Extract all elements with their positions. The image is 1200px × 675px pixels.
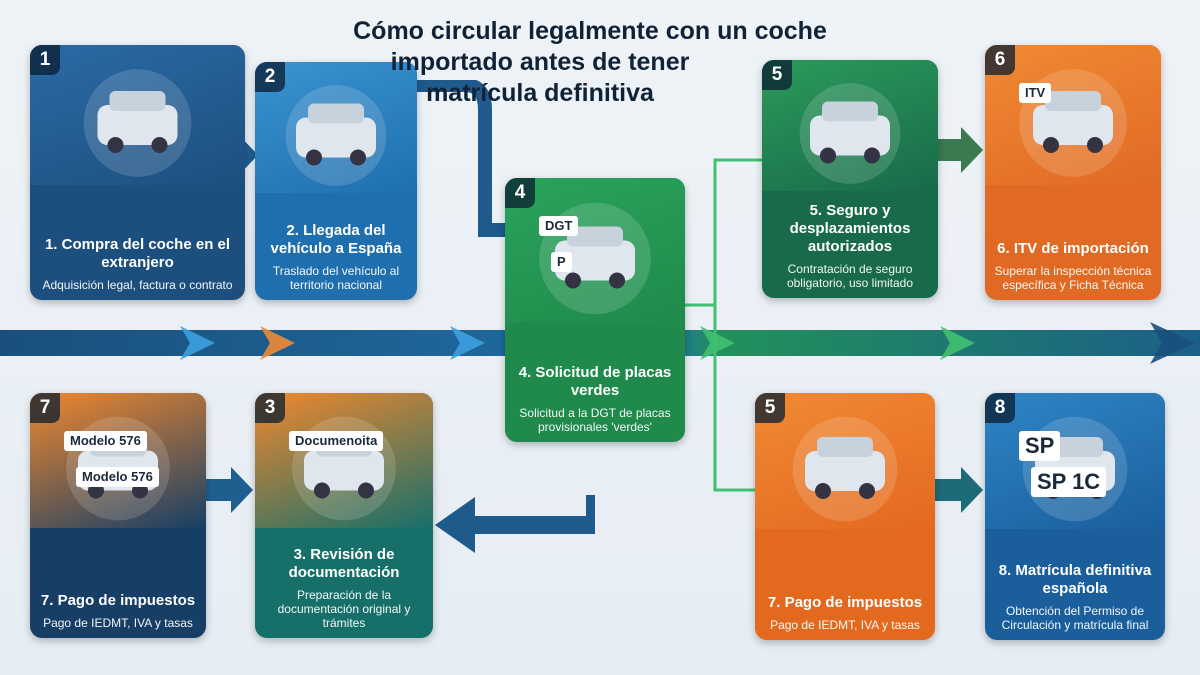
step-number-badge: 6 bbox=[985, 45, 1015, 75]
car-front-icon bbox=[792, 416, 898, 522]
step-number-badge: 3 bbox=[255, 393, 285, 423]
step-title: 3. Revisión de documentación bbox=[288, 546, 400, 581]
step-description: Solicitud a la DGT de placas provisional… bbox=[519, 406, 671, 434]
step-title: 8. Matrícula definitiva española bbox=[998, 562, 1152, 597]
infographic-title-box: Cómo circular legalmente con un coche im… bbox=[350, 16, 830, 127]
illustration-label: SP 1C bbox=[1031, 467, 1107, 497]
step-title: 7. Pago de impuestos bbox=[767, 594, 923, 611]
step-card-itv: ITV 6 6. ITV de importación Superar la i… bbox=[985, 45, 1161, 300]
step-description: Adquisición legal, factura o contrato bbox=[42, 278, 233, 292]
step-card-pago-impuestos-2: 5 7. Pago de impuestos Pago de IEDMT, IV… bbox=[755, 393, 935, 640]
arrow-5-to-6 bbox=[935, 127, 983, 173]
step-number-badge: 2 bbox=[255, 62, 285, 92]
step-description: Obtención del Permiso de Circulación y m… bbox=[1001, 604, 1149, 632]
step-card-seguro: 5 5. Seguro y desplazamientos autorizado… bbox=[762, 60, 938, 298]
step-title: 4. Solicitud de placas verdes bbox=[518, 364, 672, 399]
arrow-4-to-5-branches bbox=[685, 158, 763, 492]
license-plate-icon: SP SP 1C bbox=[985, 393, 1165, 529]
step-description: Superar la inspección técnica específica… bbox=[994, 264, 1152, 292]
step-title: 2. Llegada del vehículo a España bbox=[270, 222, 402, 257]
step-number-badge: 7 bbox=[30, 393, 60, 423]
illustration-label: ITV bbox=[1019, 83, 1052, 103]
step-title: 5. Seguro y desplazamientos autorizados bbox=[789, 202, 911, 255]
step-number-badge: 5 bbox=[762, 60, 792, 90]
step-title: 6. ITV de importación bbox=[997, 240, 1149, 257]
step-number-badge: 8 bbox=[985, 393, 1015, 423]
arrow-7-to-3 bbox=[205, 467, 253, 513]
no-entry-icon bbox=[799, 83, 901, 184]
step-description: Preparación de la documentación original… bbox=[277, 588, 411, 630]
road-icon bbox=[755, 393, 935, 529]
step-card-compra: 1 1. Compra del coche en el extranjero A… bbox=[30, 45, 245, 300]
illustration-label: Documenoita bbox=[289, 431, 384, 451]
arrow-2-to-4 bbox=[415, 80, 510, 237]
arrow-4-to-3 bbox=[435, 495, 595, 553]
illustration-label: P bbox=[551, 252, 572, 272]
step-card-revision-documentacion: Documenoita 3 3. Revisión de documentaci… bbox=[255, 393, 433, 638]
step-card-placas-verdes: DGT P 4 4. Solicitud de placas verdes Sol… bbox=[505, 178, 685, 442]
step-description: Contratación de seguro obligatorio, uso … bbox=[786, 262, 914, 290]
step-title: 1. Compra del coche en el extranjero bbox=[44, 236, 231, 271]
money-icon bbox=[83, 69, 192, 177]
step-number-badge: 5 bbox=[755, 393, 785, 423]
step-number-badge: 4 bbox=[505, 178, 535, 208]
illustration-label: SP bbox=[1019, 431, 1061, 461]
car-icon bbox=[30, 45, 245, 185]
infographic-title: Cómo circular legalmente con un coche im… bbox=[353, 17, 827, 107]
step-card-llegada: 2 2. Llegada del vehículo a España Trasl… bbox=[255, 62, 417, 300]
dgt-building-icon: DGT P bbox=[505, 178, 685, 323]
illustration-label: Modelo 576 bbox=[76, 467, 159, 487]
step-number-badge: 1 bbox=[30, 45, 60, 75]
illustration-label: DGT bbox=[539, 216, 579, 236]
step-description: Traslado del vehículo al territorio naci… bbox=[272, 264, 400, 292]
itv-station-icon: ITV bbox=[985, 45, 1161, 185]
step-card-matricula-definitiva: SP SP 1C 8 8. Matrícula definitiva españo… bbox=[985, 393, 1165, 640]
step-description: Pago de IEDMT, IVA y tasas bbox=[43, 616, 193, 630]
arrow-5b-to-8 bbox=[935, 467, 983, 513]
illustration-label: Modelo 576 bbox=[64, 431, 147, 451]
spain-flag-icon bbox=[285, 85, 387, 186]
step-description: Pago de IEDMT, IVA y tasas bbox=[770, 618, 920, 632]
step-title: 7. Pago de impuestos bbox=[40, 592, 196, 609]
